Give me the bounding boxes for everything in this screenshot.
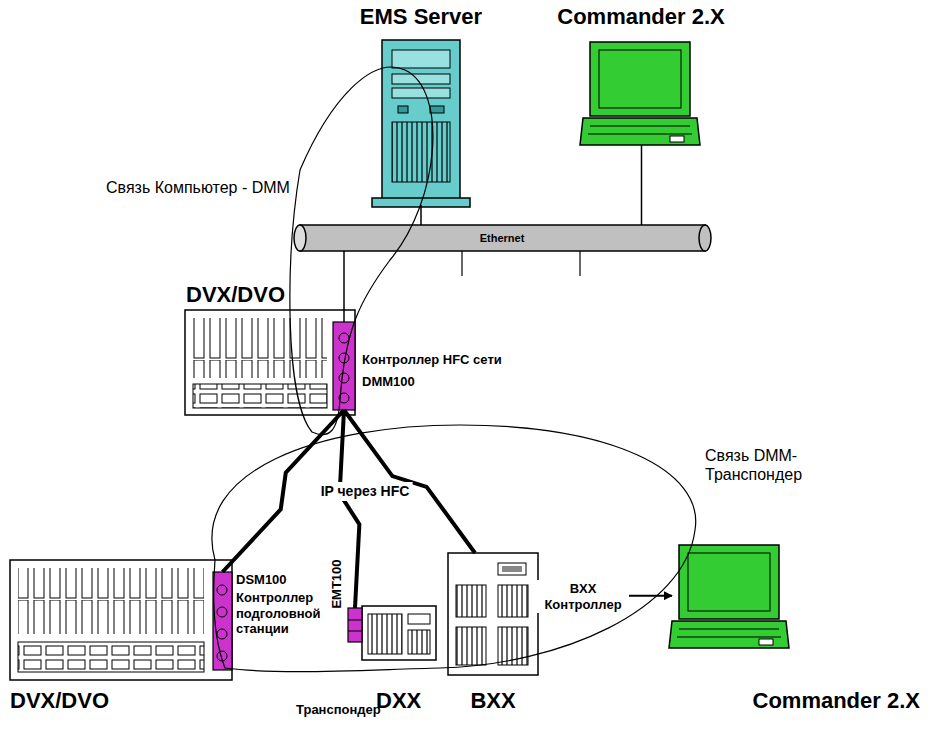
chassis: DVX/DVOКонтроллер HFC сетиDMM100 (185, 310, 355, 415)
transponder-module: EMT100Транспондер (348, 608, 362, 642)
chassis (10, 560, 232, 680)
node-heading: EMT100 (329, 559, 345, 608)
node-text: DMM100 (362, 374, 415, 390)
node-text: Контроллер подголовной станции (236, 590, 326, 637)
node-heading: Ethernet (477, 231, 528, 246)
node-text: DSM100 (236, 572, 287, 588)
bxx-unit: BXX (448, 553, 538, 675)
laptop-icon: Commander 2.X (672, 545, 784, 648)
node-heading: Commander 2.X (557, 4, 725, 30)
ethernet-pipe (294, 225, 711, 276)
annotation-label: IP через HFC (318, 482, 413, 501)
dxx-unit (348, 606, 436, 660)
controller-module: DSM100Контроллер подголовной станции (213, 572, 232, 670)
link-loop (212, 425, 696, 672)
chassis: DVX/DVODSM100Контроллер подголовной стан… (10, 560, 232, 680)
cable (641, 145, 643, 225)
dxx-unit: DXX (362, 606, 436, 660)
ethernet-bus: Ethernet (300, 225, 705, 251)
node-heading: DVX/DVO (10, 688, 109, 714)
chassis (185, 310, 355, 415)
annotation-label: Связь DMM-Транспондер (705, 446, 855, 484)
node-heading: DVX/DVO (186, 282, 285, 308)
bxx-unit (448, 553, 538, 675)
node-heading: DXX (376, 688, 421, 714)
laptop (580, 42, 700, 145)
node-text: Контроллер HFC сети (362, 352, 502, 368)
server-icon: EMS Server (382, 40, 460, 205)
annotation-label: Связь Компьютер - DMM (106, 178, 290, 197)
edge-label: BXX Контроллер (537, 580, 629, 613)
node-heading: EMS Server (360, 4, 482, 30)
controller-module: Контроллер HFC сетиDMM100 (333, 322, 355, 410)
link-loop (290, 67, 433, 435)
laptop-icon: Commander 2.X (583, 42, 700, 145)
server-tower (372, 40, 470, 207)
node-heading: Commander 2.X (753, 688, 921, 714)
node-heading: BXX (470, 688, 515, 714)
laptop (669, 545, 789, 648)
cable (343, 251, 345, 322)
node-text: Транспондер (296, 702, 381, 718)
cable (420, 205, 422, 225)
